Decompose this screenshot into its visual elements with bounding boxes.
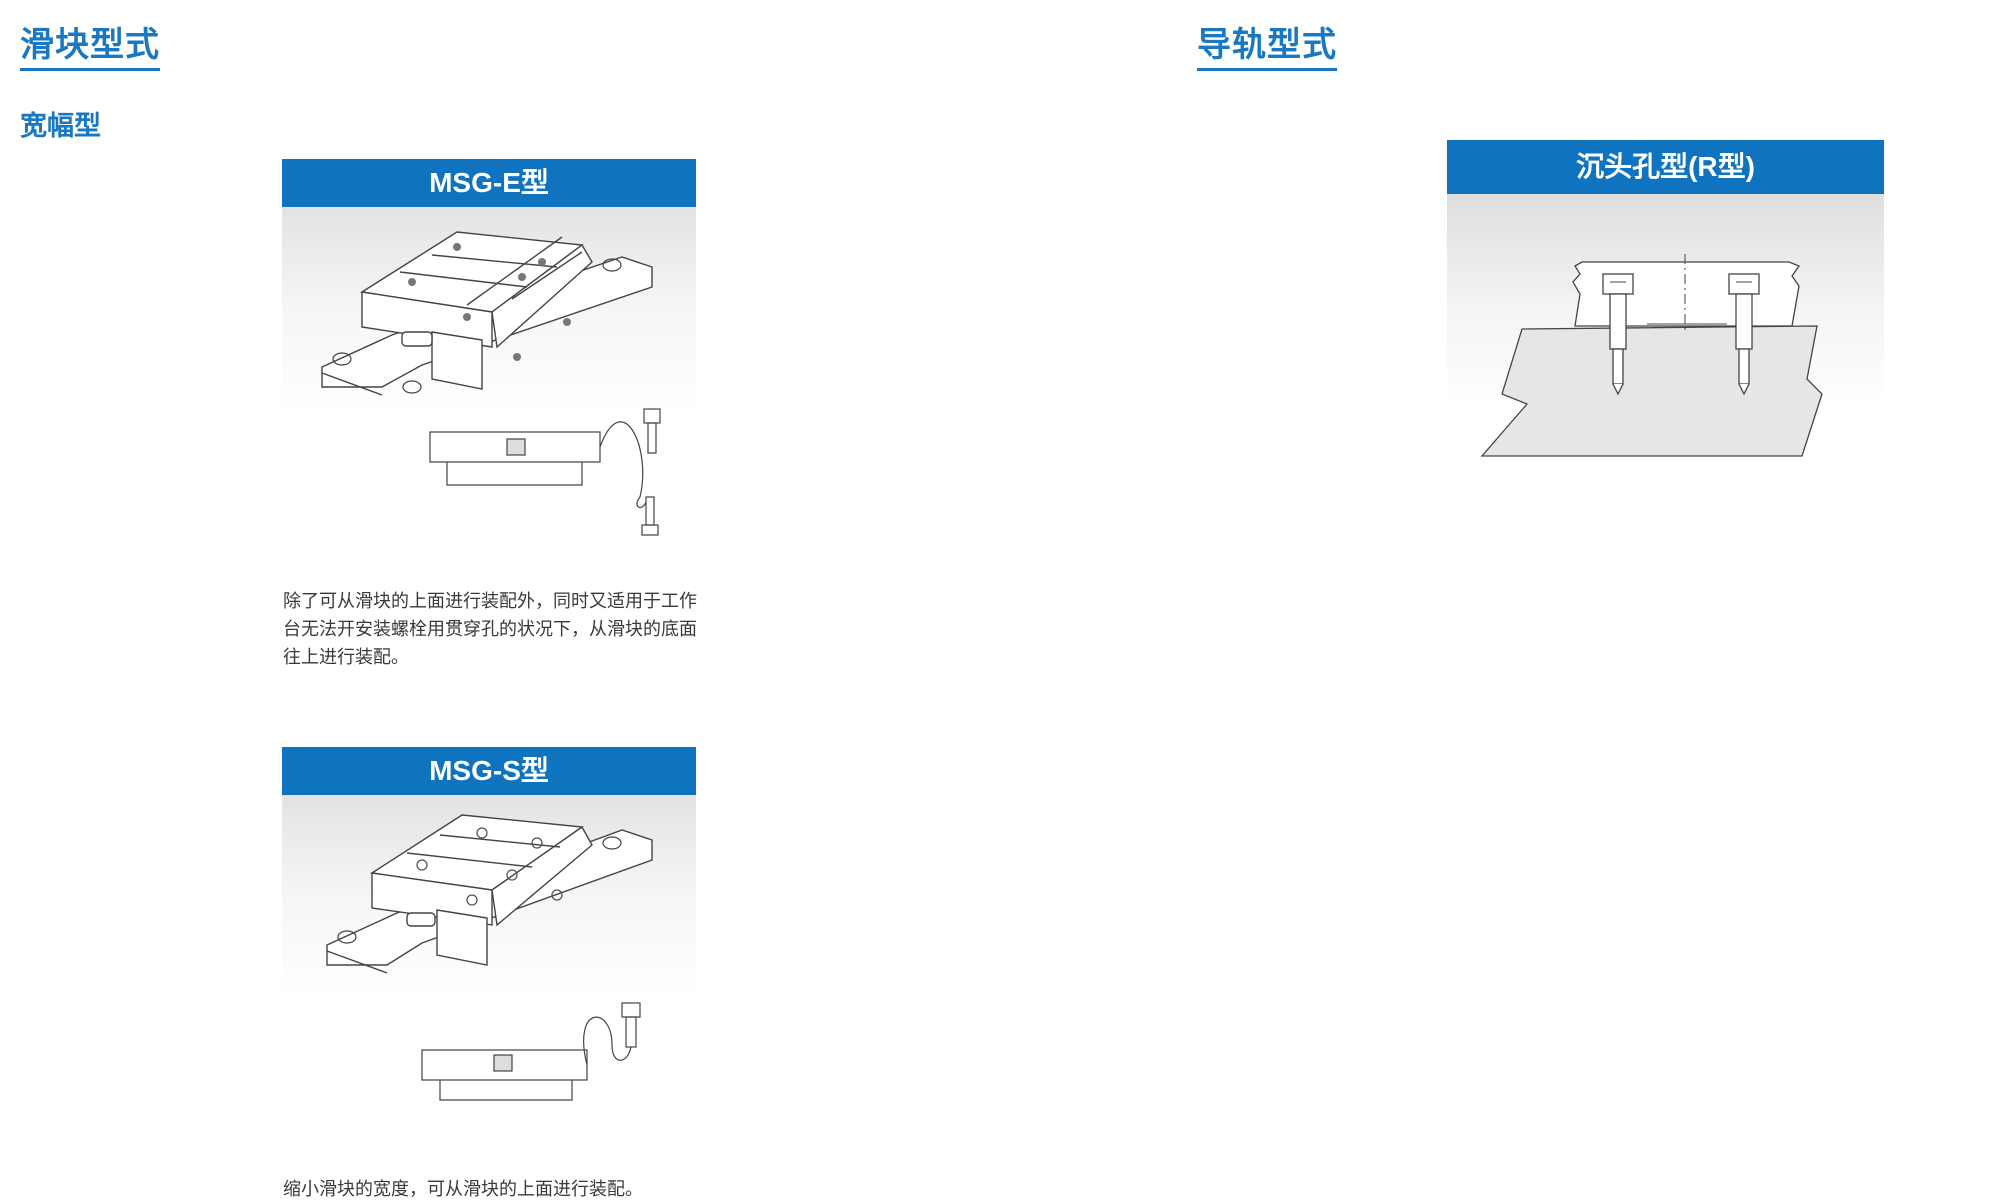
subtitle-wide-type: 宽幅型 bbox=[20, 111, 101, 142]
card-counterbore-r: 沉头孔型(R型) bbox=[1447, 140, 1884, 479]
linear-guide-narrow-block-drawing bbox=[326, 814, 653, 1101]
counterbore-illustration bbox=[1447, 194, 1884, 479]
msg-s-description: 缩小滑块的宽度，可从滑块的上面进行装配。 bbox=[283, 1179, 643, 1200]
msg-e-description: 除了可从滑块的上面进行装配外，同时又适用于工作台无法开安装螺栓用贯穿孔的状况下，… bbox=[283, 591, 697, 668]
msg-e-illustration bbox=[282, 207, 696, 547]
section-title-rail-type: 导轨型式 bbox=[1197, 24, 1337, 71]
card-header-msg-s: MSG-S型 bbox=[282, 747, 696, 795]
card-msg-s: MSG-S型 bbox=[282, 747, 696, 1135]
card-header-counterbore-r: 沉头孔型(R型) bbox=[1447, 140, 1884, 194]
section-title-block-type: 滑块型式 bbox=[20, 24, 160, 71]
card-header-msg-e: MSG-E型 bbox=[282, 159, 696, 207]
linear-guide-block-drawing bbox=[321, 231, 661, 536]
msg-s-illustration bbox=[282, 795, 696, 1135]
rail-mounting-drawing bbox=[1480, 254, 1823, 457]
card-msg-e: MSG-E型 bbox=[282, 159, 696, 547]
